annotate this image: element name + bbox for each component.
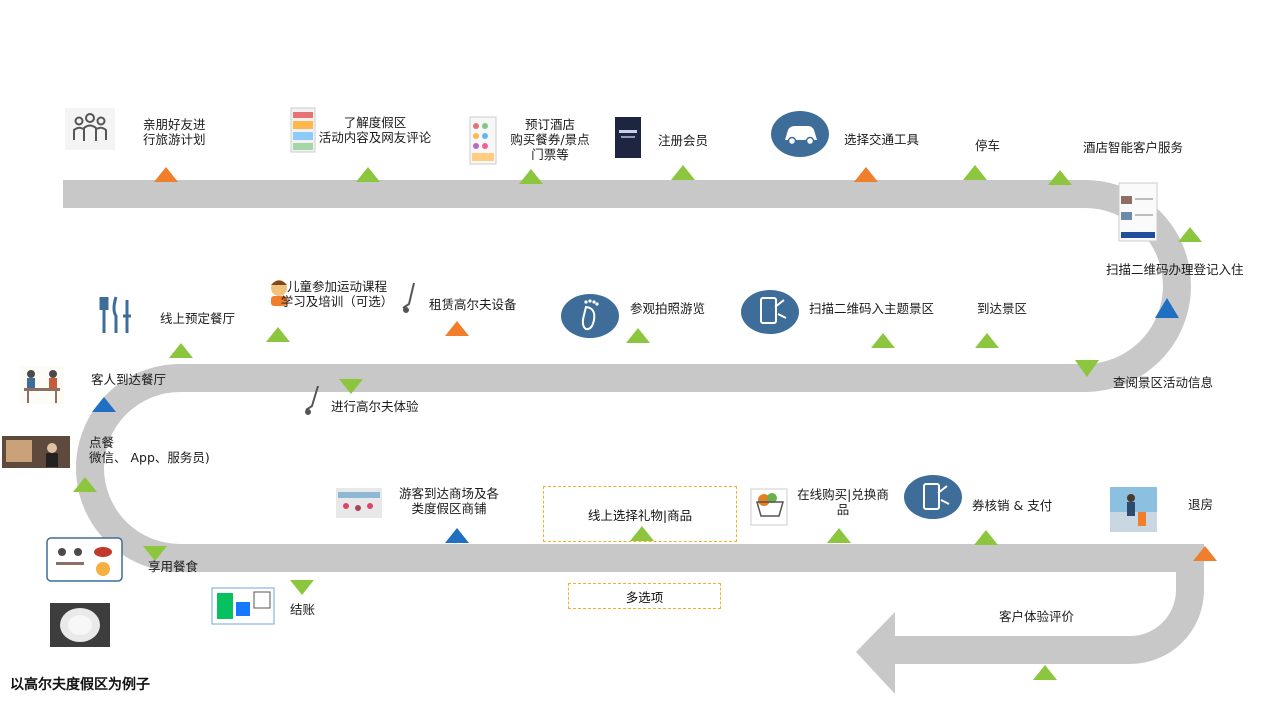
waiter-photo-icon bbox=[2, 436, 70, 468]
step-label-order: 点餐微信、 App、服务员) bbox=[89, 435, 210, 465]
marker bbox=[519, 169, 543, 184]
child-icon bbox=[271, 280, 287, 306]
booking-app-icon bbox=[469, 116, 497, 165]
marker bbox=[356, 167, 380, 182]
luggage-icon bbox=[1110, 487, 1157, 532]
marker bbox=[73, 477, 97, 492]
marker bbox=[974, 530, 998, 545]
option-box-select-gift: 线上选择礼物|商品 bbox=[543, 486, 737, 542]
marker bbox=[266, 327, 290, 342]
restaurant-guests-icon bbox=[20, 366, 64, 404]
step-label-arrive-scenic: 到达景区 bbox=[977, 301, 1028, 316]
step-label-parking: 停车 bbox=[975, 138, 1001, 153]
cutlery-icon bbox=[99, 296, 131, 333]
road-arrowhead bbox=[856, 612, 895, 694]
step-label-online-buy: 在线购买|兑换商品 bbox=[797, 487, 889, 517]
marker bbox=[963, 165, 987, 180]
step-label-transport: 选择交通工具 bbox=[844, 132, 920, 147]
dining-icon bbox=[46, 537, 123, 582]
mall-photo-icon bbox=[336, 488, 382, 518]
step-label-dine: 享用餐食 bbox=[148, 559, 199, 574]
marker bbox=[1033, 665, 1057, 680]
step-label-checkout-room: 退房 bbox=[1188, 497, 1214, 512]
step-label-learn: 了解度假区活动内容及网友评论 bbox=[318, 115, 432, 145]
step-label-arrive-restaurant: 客人到达餐厅 bbox=[91, 372, 167, 387]
step-label-checkin: 扫描二维码办理登记入住 bbox=[1106, 262, 1244, 277]
step-label-book: 预订酒店购买餐券/景点门票等 bbox=[510, 117, 590, 162]
step-label-plan: 亲朋好友进行旅游计划 bbox=[143, 117, 206, 147]
golf-club-icon bbox=[402, 282, 415, 313]
step-label-coupon-pay: 券核销 & 支付 bbox=[972, 498, 1053, 513]
marker bbox=[169, 343, 193, 358]
payment-qr-icon bbox=[211, 587, 275, 625]
step-label-sightseeing: 参观拍照游览 bbox=[630, 301, 706, 316]
marker bbox=[445, 528, 469, 543]
qr-scan-pay-icon bbox=[904, 475, 962, 519]
step-label-checkout-pay: 结账 bbox=[290, 602, 316, 617]
marker bbox=[626, 328, 650, 343]
step-label-kids-course: 儿童参加运动课程学习及培训（可选） bbox=[280, 279, 394, 309]
step-label-golf-experience: 进行高尔夫体验 bbox=[331, 399, 419, 414]
people-group-icon bbox=[65, 108, 115, 150]
member-app-icon bbox=[615, 117, 641, 158]
footprint-icon bbox=[561, 294, 619, 338]
step-markers bbox=[73, 165, 1217, 680]
marker bbox=[154, 167, 178, 182]
marker bbox=[1193, 546, 1217, 561]
step-label-feedback: 客户体验评价 bbox=[999, 609, 1075, 624]
step-label-scenic-info: 查阅景区活动信息 bbox=[1113, 375, 1214, 390]
qr-scan-icon bbox=[741, 290, 799, 334]
marker bbox=[975, 333, 999, 348]
footer-title: 以高尔夫度假区为例子 bbox=[10, 677, 150, 693]
option-box-multi: 多选项 bbox=[568, 583, 721, 609]
marker bbox=[445, 321, 469, 336]
golf-club-icon bbox=[305, 385, 319, 415]
journey-road bbox=[63, 180, 1204, 664]
marker bbox=[630, 526, 654, 541]
marker bbox=[1048, 170, 1072, 185]
step-label-rent-golf: 租赁高尔夫设备 bbox=[429, 297, 517, 312]
marker bbox=[1178, 227, 1202, 242]
marker bbox=[1075, 360, 1099, 377]
marker bbox=[143, 546, 167, 561]
step-label-scan-theme: 扫描二维码入主题景区 bbox=[809, 301, 935, 316]
marker bbox=[1155, 298, 1179, 318]
hotel-service-app-icon bbox=[1118, 182, 1158, 242]
app-screenshot-icon bbox=[290, 107, 316, 153]
car-icon bbox=[771, 111, 829, 157]
empty-plate-icon bbox=[50, 603, 110, 647]
marker bbox=[871, 333, 895, 348]
marker bbox=[92, 397, 116, 412]
shopping-cart-icon bbox=[750, 488, 788, 526]
step-label-hotel-service: 酒店智能客户服务 bbox=[1083, 140, 1184, 155]
marker bbox=[671, 165, 695, 180]
marker bbox=[339, 379, 363, 394]
step-label-shops: 游客到达商场及各类度假区商铺 bbox=[398, 486, 499, 516]
marker bbox=[827, 528, 851, 543]
step-label-reserve-restaurant: 线上预定餐厅 bbox=[160, 311, 236, 326]
marker bbox=[290, 580, 314, 595]
marker bbox=[854, 167, 878, 182]
step-label-register: 注册会员 bbox=[658, 133, 709, 148]
